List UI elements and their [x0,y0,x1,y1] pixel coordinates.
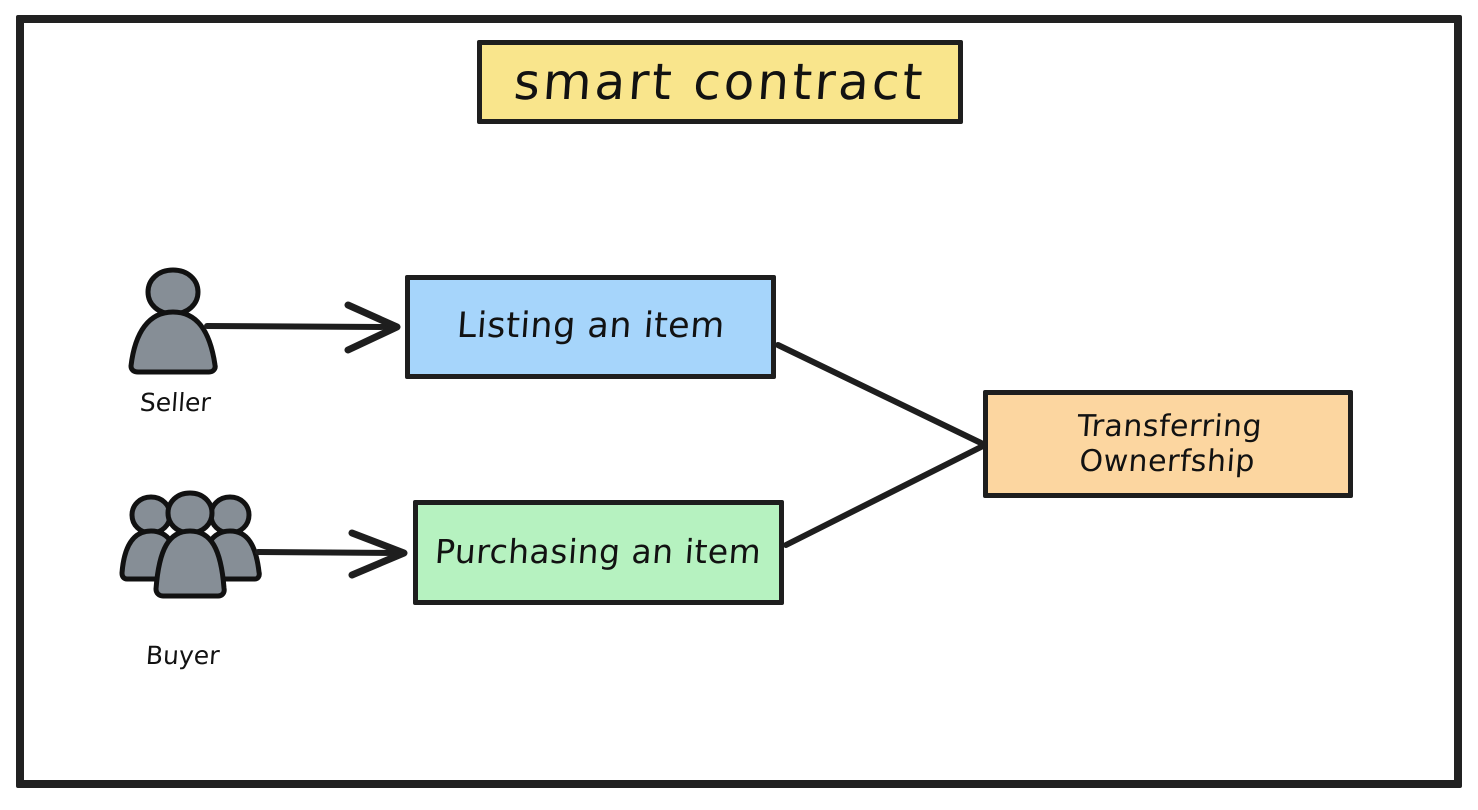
single-person-icon [128,267,218,375]
actor-buyer[interactable] [118,485,268,605]
node-purchasing-an-item-label: Purchasing an item [434,532,764,572]
actor-seller-caption: Seller [138,388,212,417]
node-listing-an-item[interactable]: Listing an item [405,275,776,379]
group-of-people-icon [119,490,262,599]
node-transferring-ownership-label: Transferring Ownerfship [1075,408,1263,479]
node-smart-contract-title-label: smart contract [512,52,928,111]
node-smart-contract-title[interactable]: smart contract [477,40,963,124]
actor-buyer-caption: Buyer [144,641,221,670]
diagram-outer-frame [16,15,1462,788]
actor-seller[interactable] [118,262,228,377]
node-purchasing-an-item[interactable]: Purchasing an item [413,500,784,605]
node-listing-an-item-label: Listing an item [455,306,726,347]
node-transferring-ownership[interactable]: Transferring Ownerfship [983,390,1353,498]
